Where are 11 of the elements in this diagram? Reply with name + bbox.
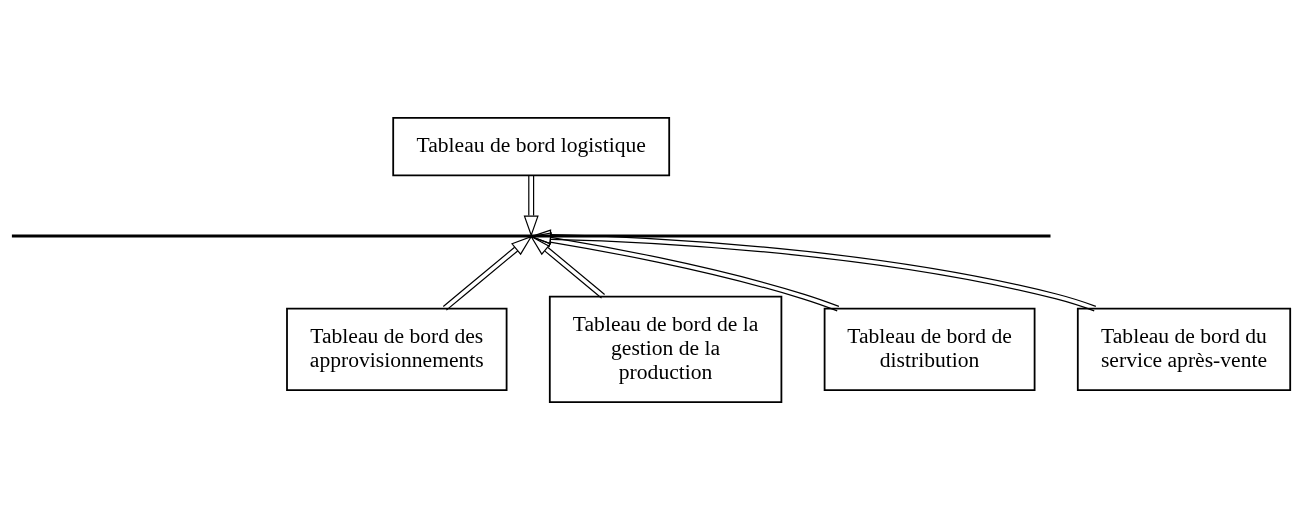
node-box: Tableau de bord de la gestion de la production bbox=[548, 295, 783, 404]
arrow bbox=[529, 232, 840, 312]
arrow bbox=[529, 235, 606, 299]
arrow bbox=[529, 229, 1097, 312]
node-bar bbox=[11, 234, 1051, 238]
arrow bbox=[442, 235, 533, 311]
node-box: Tableau de bord de distribution bbox=[823, 307, 1036, 392]
arrow bbox=[523, 174, 539, 238]
node-box: Tableau de bord du service après-vente bbox=[1076, 307, 1292, 392]
node-box: Tableau de bord logistique bbox=[392, 116, 671, 177]
node-box: Tableau de bord des approvisionnements bbox=[286, 307, 508, 392]
